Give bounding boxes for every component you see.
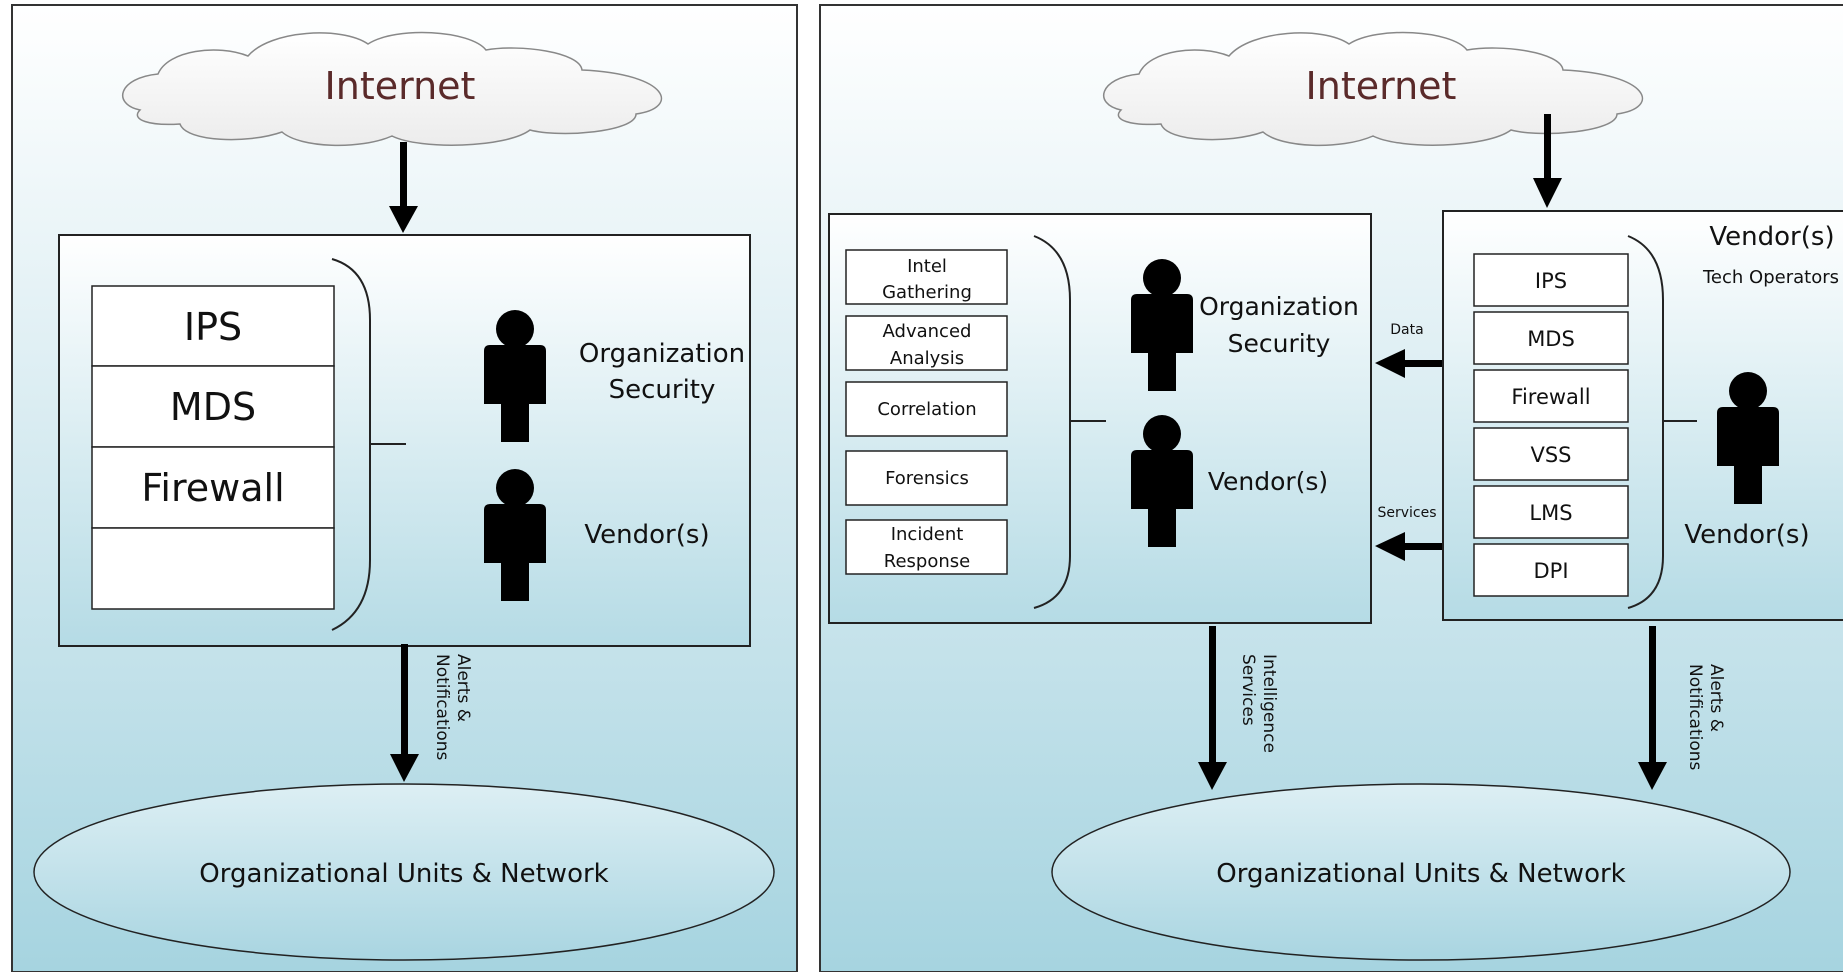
- vendor-item-mds: MDS: [1527, 327, 1575, 351]
- right-org-security-label-2: Security: [1228, 329, 1331, 358]
- left-panel: Internet IPS MDS Firewall Organization S…: [11, 4, 798, 972]
- right-org-units-label: Organizational Units & Network: [1216, 859, 1625, 889]
- right-arrow-internet-to-vendor: [1533, 114, 1562, 208]
- data-arrow-label: Data: [1390, 322, 1423, 338]
- intel-services-arrow: [1198, 626, 1227, 790]
- right-services-brace: [1033, 235, 1071, 609]
- service-analysis-1: Advanced: [883, 321, 972, 342]
- service-item-box: [845, 249, 1008, 305]
- vendor-item-box: [1473, 543, 1629, 597]
- left-stack-mds: MDS: [170, 385, 256, 429]
- right-alerts-label-1: Alerts &: [1706, 664, 1726, 732]
- service-item-box: [845, 519, 1008, 575]
- left-stack-ips: IPS: [184, 305, 242, 349]
- left-alerts-label-2: Notifications: [432, 654, 452, 761]
- right-org-units-ellipse: [1051, 783, 1791, 961]
- vendor-item-box: [1473, 253, 1629, 307]
- left-internet-cloud: Internet: [121, 31, 663, 147]
- left-org-units-ellipse: [33, 783, 775, 961]
- left-alerts-label: Alerts & Notifications: [432, 654, 473, 761]
- vendor-box-title: Vendor(s): [1709, 222, 1834, 252]
- vendor-brace: [1627, 235, 1664, 609]
- left-stack-firewall: Firewall: [141, 466, 284, 510]
- vendor-item-lms: LMS: [1529, 501, 1572, 525]
- service-item-box: [845, 450, 1008, 506]
- right-alerts-label-2: Notifications: [1685, 664, 1705, 771]
- intel-services-label: Intelligence Services: [1238, 654, 1279, 753]
- vendor-item-dpi: DPI: [1533, 559, 1568, 583]
- service-intel-1: Intel: [907, 256, 947, 277]
- vendor-item-vss: VSS: [1530, 443, 1571, 467]
- service-incident-2: Response: [884, 551, 970, 572]
- left-internet-label: Internet: [325, 64, 476, 108]
- left-stack-cell: [91, 527, 335, 610]
- left-alerts-label-1: Alerts &: [453, 654, 473, 722]
- services-arrow-label: Services: [1377, 505, 1436, 521]
- service-correlation: Correlation: [877, 399, 976, 420]
- services-arrow: [1375, 532, 1442, 561]
- right-panel: Internet Intel Gathering Advanced Analys…: [819, 4, 1843, 972]
- left-arrow-alerts: [390, 644, 419, 782]
- vendor-item-box: [1473, 485, 1629, 539]
- right-org-security-label-1: Organization: [1199, 292, 1359, 321]
- intel-services-label-2: Services: [1238, 654, 1258, 726]
- vendor-item-firewall: Firewall: [1511, 385, 1590, 409]
- left-brace: [331, 258, 371, 631]
- right-internet-label: Internet: [1306, 64, 1457, 108]
- vendor-box-subtitle: Tech Operators: [1702, 267, 1839, 288]
- right-alerts-arrow: [1638, 626, 1667, 790]
- left-stack-cell: [91, 285, 335, 367]
- vendor-item-box: [1473, 427, 1629, 481]
- left-stack-cell: [91, 365, 335, 448]
- service-intel-2: Gathering: [882, 282, 972, 303]
- right-service-list: Intel Gathering Advanced Analysis Correl…: [845, 249, 1008, 575]
- vendor-item-box: [1473, 311, 1629, 365]
- left-org-security-label-2: Security: [609, 375, 716, 405]
- data-arrow: [1375, 349, 1442, 378]
- service-incident-1: Incident: [891, 524, 964, 545]
- vendor-tool-list: IPS MDS Firewall VSS LMS DPI: [1473, 253, 1629, 597]
- left-vendor-label: Vendor(s): [584, 520, 709, 550]
- vendor-item-box: [1473, 369, 1629, 423]
- intel-services-label-1: Intelligence: [1259, 654, 1279, 753]
- right-internet-cloud: Internet: [1102, 31, 1644, 147]
- service-analysis-2: Analysis: [890, 348, 964, 369]
- service-item-box: [845, 315, 1008, 371]
- right-alerts-label: Alerts & Notifications: [1685, 664, 1726, 771]
- left-stack-cell: [91, 446, 335, 529]
- service-item-box: [845, 381, 1008, 437]
- vendor-tech-person-label: Vendor(s): [1684, 520, 1809, 550]
- left-arrow-internet-to-box: [389, 142, 418, 233]
- left-tool-stack: IPS MDS Firewall: [91, 285, 335, 610]
- vendor-item-ips: IPS: [1535, 269, 1567, 293]
- left-org-security-label-1: Organization: [579, 339, 745, 369]
- left-org-units-label: Organizational Units & Network: [199, 859, 608, 889]
- right-vendor-label: Vendor(s): [1208, 467, 1328, 496]
- service-forensics: Forensics: [885, 468, 969, 489]
